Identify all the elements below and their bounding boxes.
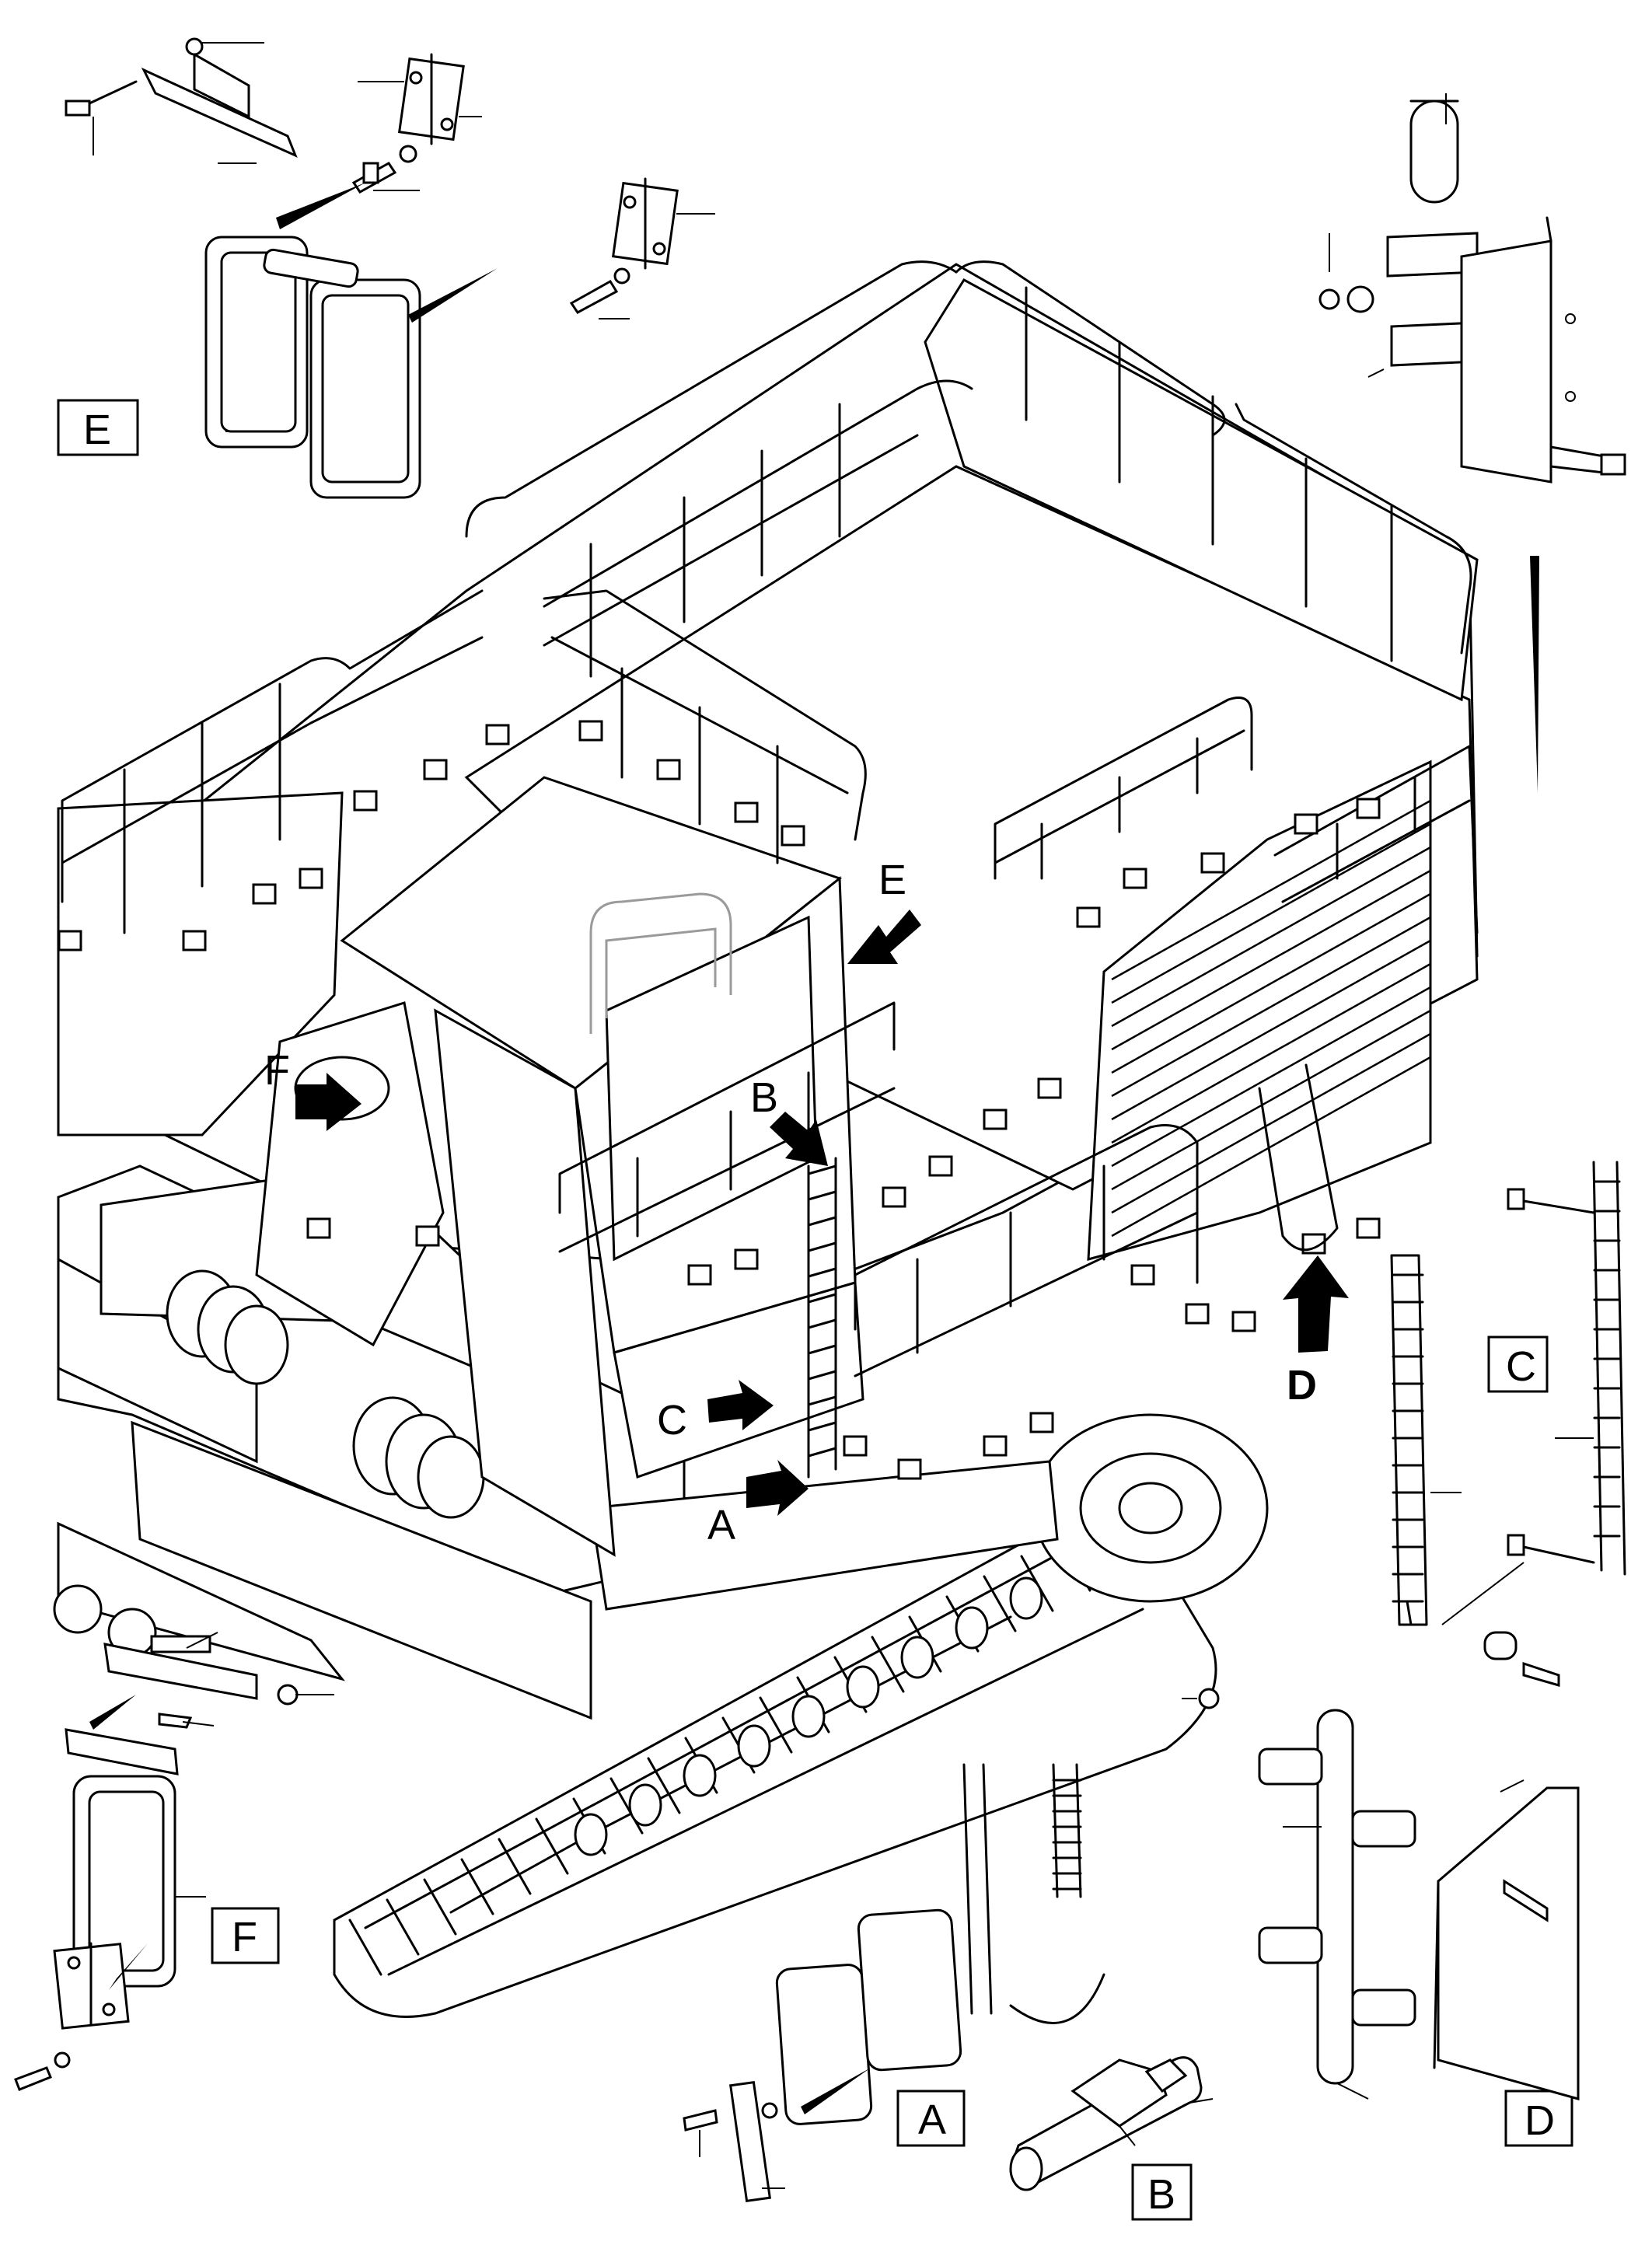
detail-F-gate: F	[14, 1632, 334, 2091]
svg-text:C: C	[1506, 1343, 1536, 1390]
svg-text:E: E	[878, 857, 906, 903]
detail-box-B	[1131, 2163, 1193, 2221]
callout-arrow-F: F	[264, 1047, 361, 1131]
svg-text:C: C	[657, 1397, 687, 1444]
svg-text:E: E	[83, 407, 111, 453]
operator-cab	[340, 776, 864, 1557]
detail-A-gate: A	[683, 1763, 1105, 2203]
hinge-plate-E-secondary	[569, 177, 715, 319]
svg-text:F: F	[264, 1047, 290, 1094]
svg-text:A: A	[707, 1502, 735, 1548]
detail-C-ladder: C	[1390, 1161, 1626, 1687]
detail-box-C	[1487, 1335, 1549, 1393]
detail-box-D	[1504, 2090, 1573, 2147]
rail-brackets	[58, 720, 1381, 1480]
svg-text:D: D	[1287, 1362, 1317, 1409]
access-ladder	[807, 1157, 837, 1479]
svg-text:A: A	[918, 2097, 946, 2143]
callout-arrow-B: B	[750, 1074, 828, 1166]
svg-text:B: B	[750, 1074, 778, 1121]
callout-arrow-C: C	[657, 1380, 774, 1444]
detail-box-A	[896, 2090, 966, 2147]
callout-arrow-A: A	[707, 1460, 809, 1548]
callout-arrow-E: E	[847, 857, 921, 964]
handrails	[61, 260, 1479, 1377]
callout-arrow-D: D	[1283, 1255, 1349, 1409]
detail-box-E	[57, 399, 139, 456]
detail-E-gate: E	[57, 37, 498, 499]
detail-B-clamp: B	[1009, 2056, 1214, 2221]
excavator-main-body	[53, 260, 1479, 2018]
swing-step	[1258, 1063, 1339, 1252]
radiator-grille	[1111, 799, 1431, 1238]
detail-D-step-bracket: D	[1182, 1688, 1580, 2147]
swing-rollers	[166, 1269, 485, 1519]
detail-pipe-bracket-top	[1318, 93, 1626, 793]
detail-box-F	[211, 1907, 280, 1964]
svg-text:D: D	[1525, 2097, 1555, 2144]
crawler-track	[333, 1413, 1269, 2018]
svg-text:F: F	[232, 1914, 257, 1960]
svg-text:B: B	[1147, 2171, 1175, 2218]
